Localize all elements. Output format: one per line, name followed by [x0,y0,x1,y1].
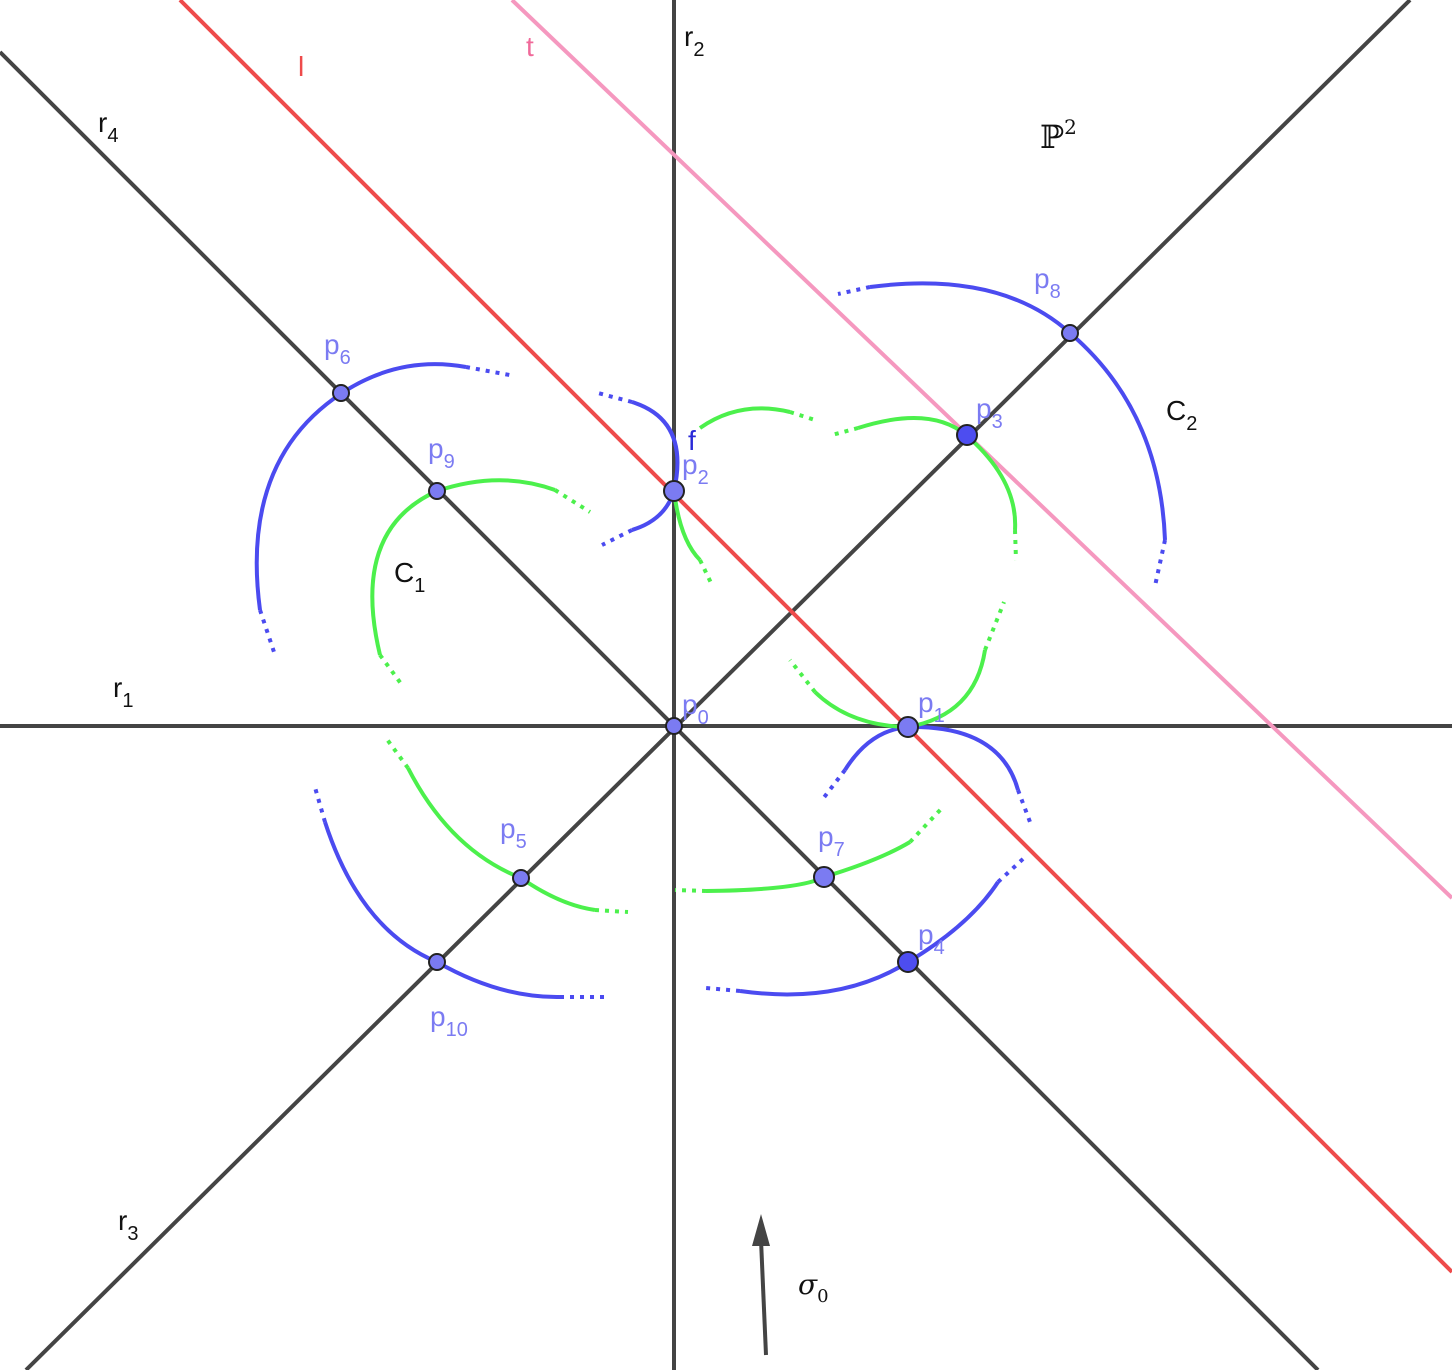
label-r4: r4 [98,107,118,147]
label-p2: p2 [682,449,709,489]
point-p1 [897,716,919,738]
label-t: t [526,31,534,62]
label-r1: r1 [113,672,133,712]
label-p3: p3 [976,393,1003,433]
label-r3: r3 [118,1205,138,1245]
point-p5 [512,869,530,887]
label-p10: p10 [430,1001,468,1041]
label-p1: p1 [918,687,945,727]
point-p6 [332,384,350,402]
point-p0 [665,717,683,735]
curve-f [593,390,680,547]
label-p4: p4 [918,919,945,959]
label-p5: p5 [500,813,527,853]
label-p8: p8 [1034,263,1061,303]
line-r4 [0,50,1320,1370]
label-p6: p6 [324,329,351,369]
curve-f-p1 [820,724,1032,823]
point-p2 [663,480,685,502]
label-p7: p7 [818,821,845,861]
label-r2: r2 [684,21,704,61]
point-p9 [428,482,446,500]
sigma-arrow [752,1214,770,1356]
line-l [178,0,1452,1274]
label-l: l [298,51,304,82]
line-r3 [24,0,1412,1370]
label-f: f [688,425,696,456]
point-p4 [897,951,919,973]
label-p9: p9 [428,433,455,473]
label-sigma: σ0 [798,1268,829,1307]
label-p0: p0 [682,689,709,729]
point-p3 [956,424,978,446]
label-c2: C2 [1166,395,1197,435]
label-p2-plane: ℙ2 [1040,115,1077,156]
point-p7 [813,866,835,888]
point-p10 [428,953,446,971]
label-c1: C1 [394,557,425,597]
point-p8 [1061,324,1079,342]
